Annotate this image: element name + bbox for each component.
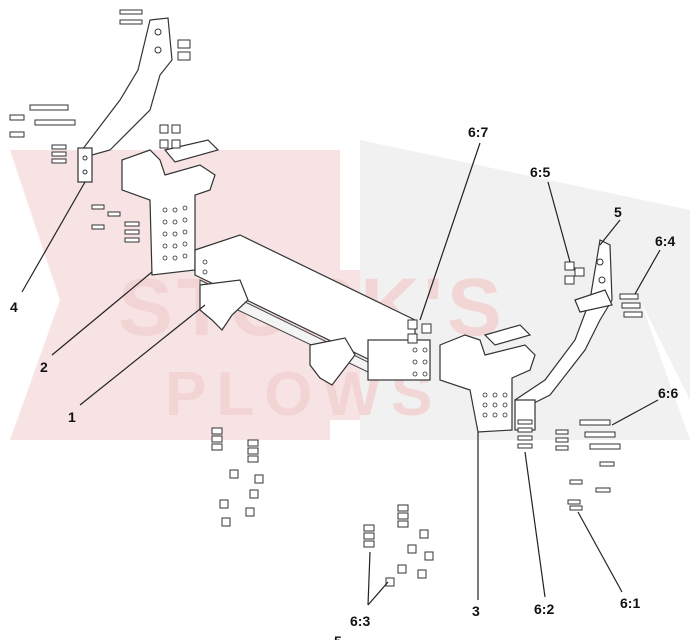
callout-3: 3	[472, 603, 480, 619]
part-2-left-plate	[121, 139, 220, 276]
leader-6-1	[577, 511, 623, 593]
part-3-right-plate	[439, 324, 536, 433]
part-5-right-hanger	[514, 239, 613, 431]
watermark-arrow-left	[10, 150, 360, 440]
bolt-cluster-6-2	[517, 419, 533, 449]
bolt-cluster-left-mid	[91, 204, 140, 243]
leader-5	[599, 219, 621, 246]
leader-6-4	[634, 249, 661, 295]
bolt-cluster-top	[119, 9, 191, 61]
callout-6-7: 6:7	[468, 124, 488, 140]
callouts: 4 2 1 6:7 6:5 5 6:4 6:6 6:1 6:2 3 6:3 5	[10, 124, 678, 640]
callout-6-1: 6:1	[620, 595, 640, 611]
callout-1: 1	[68, 409, 76, 425]
callout-4: 4	[10, 299, 18, 315]
footer-mark: 5	[334, 633, 342, 640]
bolt-cluster-6-6	[555, 419, 621, 511]
leader-1	[79, 304, 206, 406]
bolt-cluster-upper-left	[9, 104, 181, 164]
leader-2	[51, 271, 153, 356]
part-4-left-hanger	[77, 17, 173, 183]
callout-6-2: 6:2	[534, 601, 554, 617]
callout-6-3: 6:3	[350, 613, 370, 629]
part-1-crossbar	[194, 234, 431, 386]
leader-6-6	[611, 399, 659, 426]
leader-6-7	[419, 142, 481, 321]
leader-6-5	[547, 181, 571, 263]
nut-cluster-6-7	[407, 319, 432, 344]
callout-6-6: 6:6	[658, 385, 678, 401]
nut-cluster-bottom-center	[363, 504, 434, 587]
nut-cluster-6-5	[564, 261, 585, 285]
bolt-cluster-6-4	[619, 293, 643, 318]
hardware	[9, 9, 643, 587]
callout-6-4: 6:4	[655, 233, 675, 249]
leader-4	[21, 181, 86, 293]
leader-6-3b	[367, 581, 389, 606]
leader-6-3a	[367, 551, 371, 606]
callout-5: 5	[614, 204, 622, 220]
nut-cluster-center-left	[211, 427, 264, 527]
callout-2: 2	[40, 359, 48, 375]
leader-lines	[21, 142, 661, 606]
leader-6-2	[524, 451, 546, 598]
callout-6-5: 6:5	[530, 164, 550, 180]
